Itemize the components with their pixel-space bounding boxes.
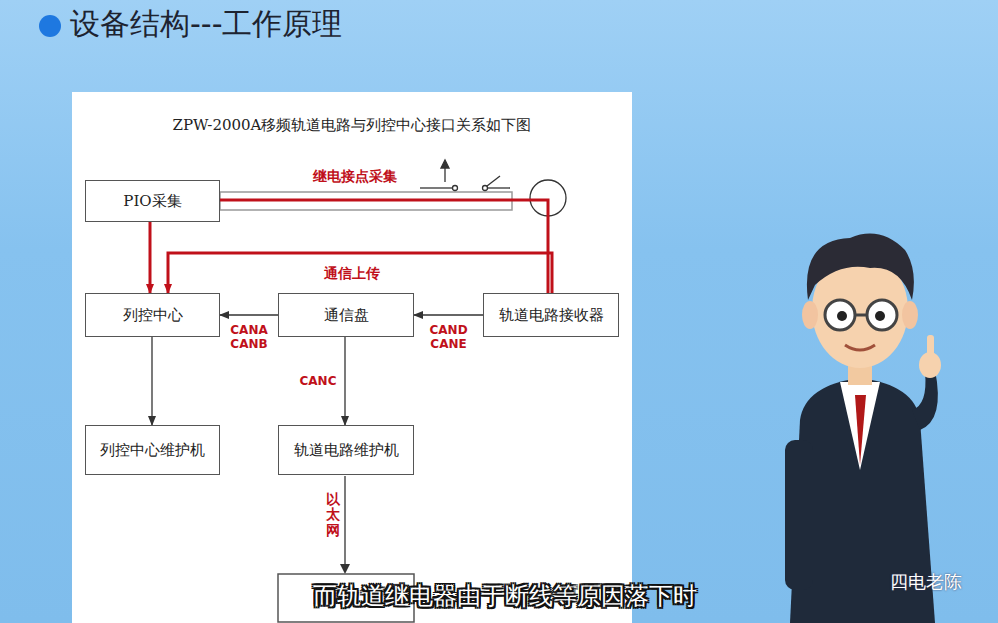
process-box: PIO采集 [85, 180, 220, 222]
box-text: 轨道电路接收器 [493, 306, 610, 325]
diagram-panel [72, 92, 632, 623]
cartoon-teacher [785, 234, 941, 623]
edge-label: 继电接点采集 [311, 168, 399, 185]
process-box: 列控中心维护机 [85, 425, 220, 475]
link-label: 以太网 [326, 492, 340, 538]
connector [344, 337, 345, 425]
subtitle: 而轨道继电器由于断线等原因落下时 [313, 580, 697, 612]
relay-contact [420, 160, 510, 191]
edge-label: CANC [297, 374, 339, 388]
connector [168, 253, 552, 293]
box-text: PIO采集 [117, 192, 187, 211]
box-text: 列控中心 [117, 306, 189, 325]
edge-label: CAND CANE [428, 323, 470, 352]
box-text: 通信盘 [318, 306, 375, 325]
connector [220, 314, 278, 315]
slide-title: 设备结构---工作原理 [70, 4, 342, 45]
process-box: 轨道电路接收器 [483, 293, 619, 337]
title-bullet [39, 15, 61, 37]
process-box: 通信盘 [278, 293, 414, 337]
ethernet-line [344, 476, 345, 566]
edge-label: CANA CANB [228, 323, 270, 352]
box-text: 列控中心维护机 [94, 441, 211, 460]
diagram-heading: ZPW-2000A移频轨道电路与列控中心接口关系如下图 [173, 116, 532, 135]
edge-label: 通信上传 [322, 265, 382, 282]
connector [414, 314, 483, 315]
box-text: 轨道电路维护机 [288, 441, 405, 460]
watermark: 四电老陈 [890, 570, 962, 594]
process-box: 列控中心 [85, 293, 220, 337]
connector [151, 337, 152, 425]
connector [149, 222, 152, 293]
process-box: 轨道电路维护机 [278, 425, 414, 475]
connector [220, 200, 548, 293]
ethernet-arrow [340, 564, 350, 574]
